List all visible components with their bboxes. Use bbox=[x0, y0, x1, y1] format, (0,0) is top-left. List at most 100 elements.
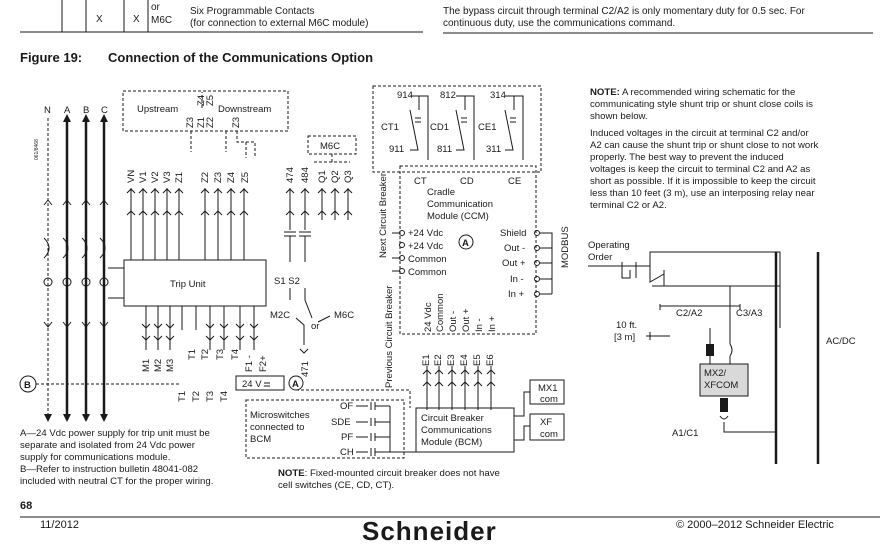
table-or: or bbox=[151, 2, 160, 13]
figure-title: Connection of the Communications Option bbox=[108, 50, 374, 65]
or-label: or bbox=[311, 321, 319, 332]
bcm-term-out-plus: Out + bbox=[461, 308, 472, 332]
term-z5: Z5 bbox=[240, 172, 251, 183]
bcm-term-in-minus: In - bbox=[474, 318, 485, 332]
microswitch-contacts: OF SDE PF CH bbox=[331, 401, 416, 458]
note-bottom: NOTE: Fixed-mounted circuit breaker does… bbox=[278, 468, 558, 492]
relay-ce-left: CE1 bbox=[478, 122, 496, 133]
term-q1: Q1 bbox=[317, 170, 328, 183]
relay-ce-term: CE bbox=[508, 176, 521, 187]
note-bottom-text1: : Fixed-mounted circuit breaker does not… bbox=[304, 468, 500, 479]
operating-order-line1: Operating bbox=[588, 240, 630, 251]
term-484: 484 bbox=[300, 167, 311, 183]
bcm-e-terms: E1 E2 E3 E4 E5 E6 bbox=[421, 354, 496, 366]
right-note-p1-l3: shown below. bbox=[590, 111, 648, 122]
note-bottom-text2: cell switches (CE, CD, CT). bbox=[278, 480, 395, 491]
relay-cd-term: CD bbox=[460, 176, 474, 187]
schematic-dims bbox=[649, 251, 781, 310]
table-cell-x1: X bbox=[96, 14, 103, 25]
microswitch-box bbox=[245, 399, 405, 459]
micro-pf: PF bbox=[341, 432, 353, 443]
relay-ct-bottom: 911 bbox=[389, 144, 404, 155]
term-z1: Z1 bbox=[174, 172, 185, 183]
term-v3: V3 bbox=[162, 171, 173, 183]
s1s2-contacts bbox=[284, 231, 311, 262]
a1c1-label: A1/C1 bbox=[672, 428, 698, 439]
term-471: 471 bbox=[300, 361, 311, 377]
right-note-p1-l1: A recommended wiring schematic for the bbox=[619, 87, 796, 98]
note-a-line1: A—24 Vdc power supply for trip unit must… bbox=[20, 428, 210, 439]
conn-c3a3 bbox=[729, 343, 733, 357]
m6c-terminals: 474 484 Q1 Q2 Q3 bbox=[285, 167, 354, 183]
zsi-box bbox=[122, 90, 289, 132]
term-m1: M1 bbox=[141, 359, 152, 372]
page-number: 68 bbox=[20, 500, 33, 512]
term-f2: F2+ bbox=[258, 355, 269, 372]
ft-label: 10 ft. bbox=[616, 320, 637, 331]
ccm-term-in-plus: In + bbox=[508, 289, 525, 300]
ccm-marker-a-circle bbox=[458, 234, 474, 250]
arrow-up-b bbox=[82, 114, 90, 122]
term-v2: V2 bbox=[150, 171, 161, 183]
acdc-label: AC/DC bbox=[826, 336, 856, 347]
footer-date: 11/2012 bbox=[40, 519, 79, 531]
right-note-p2-l4: voltages is keep the circuit to terminal… bbox=[590, 164, 811, 175]
arrow-down-a bbox=[63, 414, 71, 422]
relay-ce-top: 314 bbox=[490, 90, 506, 101]
relay-ce-bottom: 311 bbox=[486, 144, 501, 155]
micro-ch: CH bbox=[340, 447, 354, 458]
zsi-term-z2: Z2 bbox=[205, 117, 216, 128]
trip-unit-bottom-chevrons bbox=[141, 323, 259, 341]
note-bottom-bold: NOTE bbox=[278, 468, 305, 479]
table-cell-x2: X bbox=[133, 14, 140, 25]
ccm-marker-a: A bbox=[462, 238, 469, 249]
micro-line3: BCM bbox=[250, 434, 271, 445]
trip-unit-bottom-terminals: M1 M2 M3 T1 T2 T3 T4 F1 - F2+ bbox=[141, 349, 269, 372]
bcm-terminal-labels: 24 Vdc Common Out - Out + In - In + bbox=[423, 293, 498, 332]
m2c-wiring bbox=[289, 288, 313, 345]
bcm-box bbox=[415, 407, 515, 453]
t-terminals-left: T1 T2 T3 T4 bbox=[177, 391, 230, 402]
conn-a1c1 bbox=[720, 398, 728, 412]
note-b-line2: included with neutral CT for the proper … bbox=[20, 476, 214, 487]
xf-box bbox=[529, 413, 565, 441]
term-vn: VN bbox=[126, 170, 137, 183]
trip-unit-bottom-wires bbox=[145, 306, 255, 350]
downstream-label: Downstream bbox=[218, 104, 271, 115]
ccm-term-in-minus: In - bbox=[510, 274, 524, 285]
ccm-left-terminals: +24 Vdc +24 Vdc Common Common bbox=[399, 228, 447, 278]
top-right-note-line1: The bypass circuit through terminal C2/A… bbox=[443, 6, 805, 17]
bcm-term-out-minus: Out - bbox=[448, 311, 459, 332]
ccm-term-24vdc-1: +24 Vdc bbox=[408, 228, 443, 239]
right-note-p2-l5: short as possible. If it is impossible t… bbox=[590, 176, 816, 187]
term-t2: T2 bbox=[191, 391, 202, 402]
zsi-term-z5: Z5 bbox=[205, 95, 216, 106]
trip-unit-box bbox=[123, 259, 267, 307]
m6c-leader bbox=[317, 315, 331, 323]
top-right-note-line2: continuous duty, use the communications … bbox=[443, 18, 676, 29]
relay-cd-left: CD1 bbox=[430, 122, 449, 133]
phase-a-label: A bbox=[64, 105, 71, 116]
note-a-line2: separate and isolated from 24 Vdc power bbox=[20, 440, 195, 451]
zsi-term-z1: Z1 bbox=[196, 117, 207, 128]
upstream-label: Upstream bbox=[137, 104, 178, 115]
shunt-schematic: Operating Order C2/A2 C3/A3 10 ft. [3 m]… bbox=[588, 240, 856, 464]
notes-left: A—24 Vdc power supply for trip unit must… bbox=[20, 428, 250, 488]
a1c1-wire bbox=[719, 415, 776, 433]
c3a3-label: C3/A3 bbox=[736, 308, 762, 319]
right-note-bold: NOTE: bbox=[590, 87, 620, 98]
term-q2: Q2 bbox=[330, 170, 341, 183]
ccm-term-common-2: Common bbox=[408, 267, 447, 278]
relay-ct-left: CT1 bbox=[381, 122, 399, 133]
zsi-term-z3a: Z3 bbox=[185, 117, 196, 128]
right-note-p2-l1: Induced voltages in the circuit at termi… bbox=[590, 128, 809, 139]
wiring-diagram: N A B C 061/8468 Upstream Downstream Z3 … bbox=[19, 85, 571, 459]
relay-cd-bottom: 811 bbox=[437, 144, 452, 155]
term-t1-top: T1 bbox=[187, 349, 198, 360]
term-e2: E2 bbox=[433, 354, 444, 366]
term-t3-top: T3 bbox=[215, 349, 226, 360]
relay-cd: 812 CD1 811 CD bbox=[430, 90, 475, 187]
bcm-term-24vdc: 24 Vdc bbox=[423, 302, 434, 332]
mx1-com: com bbox=[540, 394, 558, 405]
s1s2-label: S1 S2 bbox=[274, 276, 300, 287]
